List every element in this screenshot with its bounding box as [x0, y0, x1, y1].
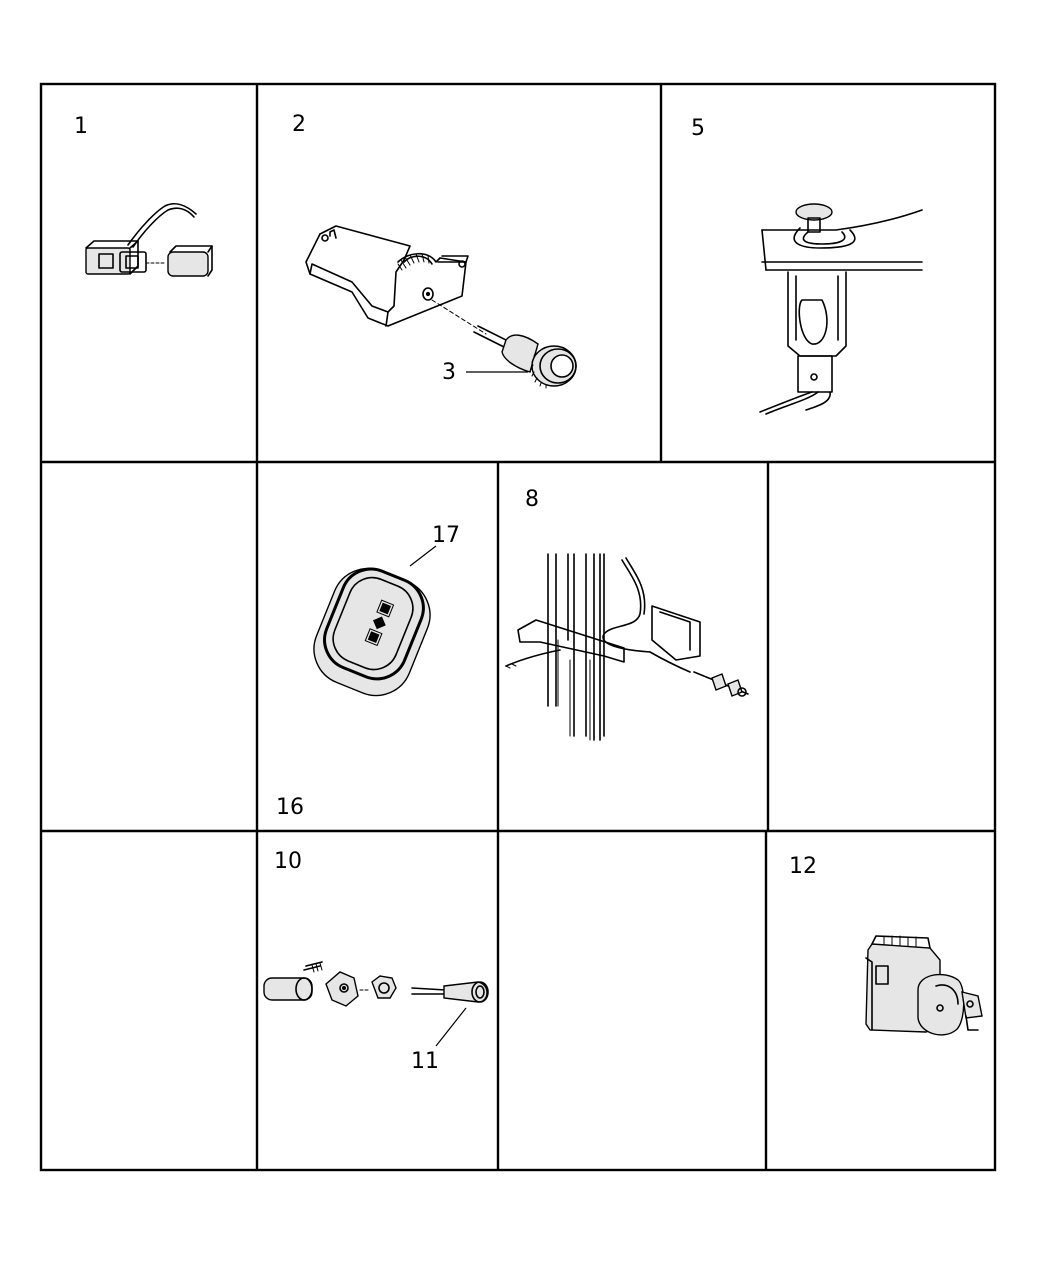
part-8-bracket-icon: [505, 553, 749, 741]
callout-2: 2: [292, 112, 306, 137]
callout-12: 12: [789, 854, 817, 879]
callout-16: 16: [276, 795, 304, 820]
callout-17: 17: [432, 523, 460, 548]
leader-11: [435, 1007, 467, 1047]
callout-10: 10: [274, 849, 302, 874]
part-3-knob-icon: [473, 325, 577, 389]
callout-labels: 1 2 3 5 17 8 16 10 11 12: [74, 112, 817, 1074]
callout-5: 5: [691, 116, 705, 141]
leader-lines: [435, 371, 528, 1047]
callout-11: 11: [411, 1049, 439, 1074]
grid-frame: [39, 82, 997, 1172]
part-1-switch-icon: [85, 203, 213, 277]
part-5-lamp-socket-icon: [759, 203, 923, 415]
callout-1: 1: [74, 114, 88, 139]
callout-3: 3: [442, 360, 456, 385]
part-2-housing-icon: [305, 225, 487, 335]
part-10-knob-assembly-icon: [263, 961, 489, 1007]
callout-8: 8: [525, 487, 539, 512]
part-12-rotary-switch-icon: [865, 935, 983, 1036]
part-17-bezel-icon: ▣◆▣: [313, 545, 437, 697]
